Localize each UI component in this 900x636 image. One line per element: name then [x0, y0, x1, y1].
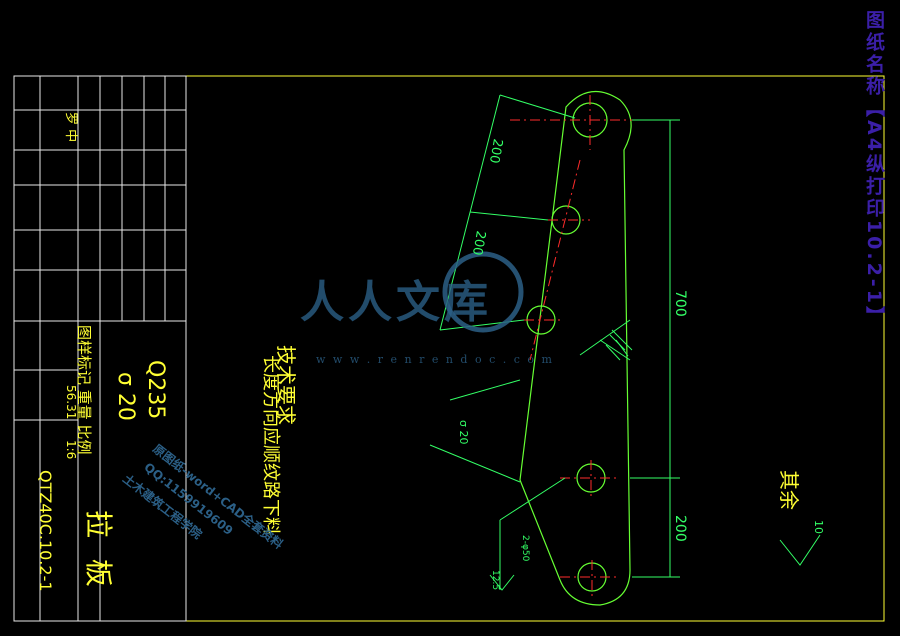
- dim-thickness: σ 20: [457, 420, 470, 445]
- dim-hole-dia: 2-φ50: [520, 535, 530, 562]
- weld-symbol: [605, 329, 633, 361]
- thickness-label: σ 20: [113, 372, 138, 421]
- sheet-title: 图纸名称【A4纵打印10.2-1】: [863, 10, 885, 328]
- signoff-label: 罗 中: [63, 112, 78, 143]
- watermark-ring: [442, 251, 524, 333]
- drawing-number: QTZ40C.10.2-1: [36, 470, 55, 592]
- material-label: Q235: [143, 360, 168, 420]
- dim-length: 700: [672, 290, 688, 317]
- roughness-symbol: 12.5: [490, 570, 500, 591]
- title-block: [13, 75, 187, 622]
- remainder-value: 10: [812, 520, 825, 534]
- watermark-brand: 人人文库: [300, 277, 492, 328]
- watermark-url: w w w . r e n r e n d o c . c o m: [316, 353, 554, 366]
- weight-value: 56.31: [64, 385, 78, 420]
- centerlines: [510, 95, 670, 600]
- tech-requirements-body: 长度方向应顺纹路下料: [260, 355, 281, 535]
- remainder-label: 其余: [777, 470, 801, 510]
- part-outline: [519, 90, 632, 606]
- dim-end: 200: [672, 515, 688, 542]
- dimension-lines: [429, 94, 821, 591]
- scale-value: 1:6: [64, 440, 78, 460]
- part-name: 拉 板: [82, 510, 115, 593]
